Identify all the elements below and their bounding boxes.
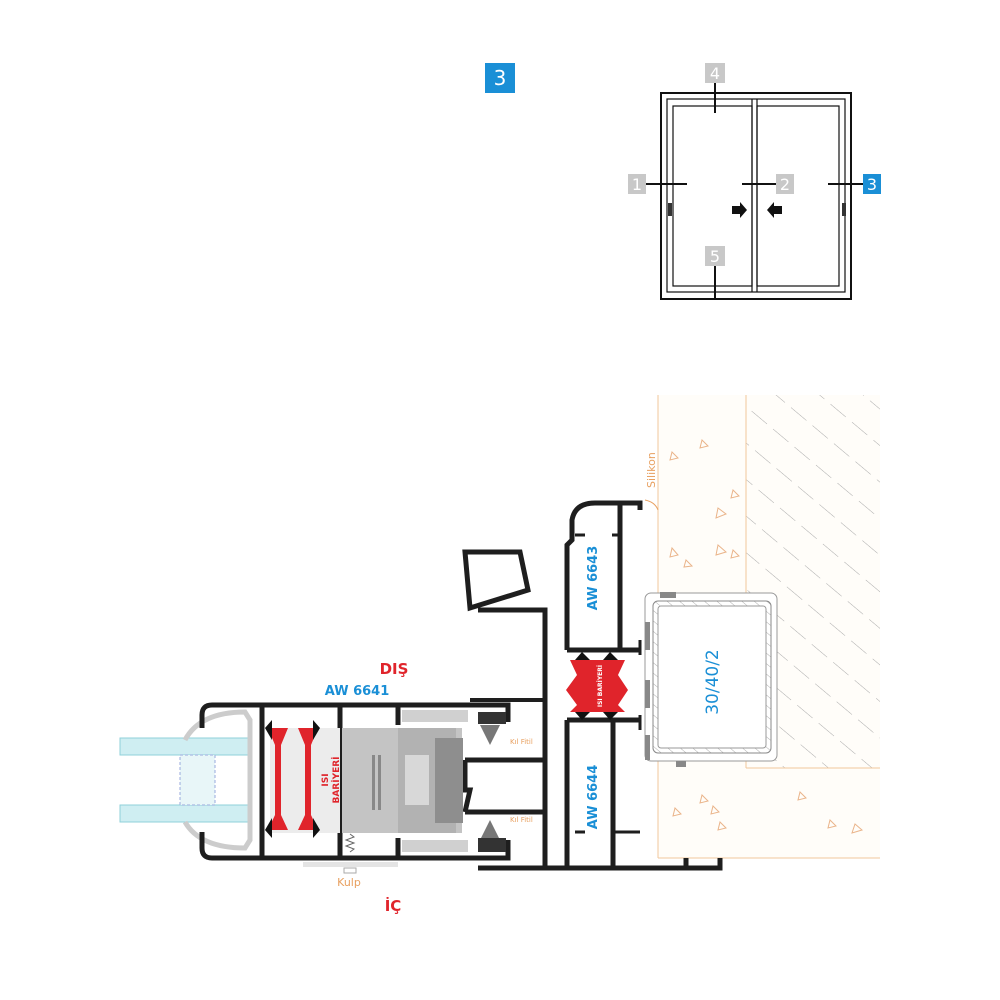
frame-bottom-profile-label: AW 6644 [586,765,601,830]
steel-tube-label: 30/40/2 [703,649,723,715]
thermal-break-frame-label: ISI BARİYERİ [597,665,604,707]
brush-seal-bottom-label: Kıl Fitil [510,816,533,824]
svg-text:2: 2 [780,175,790,194]
section-badge: 3 [485,63,515,93]
thermal-break-sash [265,720,320,838]
brush-seal-top [478,712,506,745]
handle-label: Kulp [337,876,361,889]
frame-top-profile-label: AW 6643 [586,546,601,611]
key-label-3-active[interactable]: 3 [863,174,881,194]
frame-profile [470,500,723,871]
glass-pane [119,709,253,851]
key-label-2[interactable]: 2 [776,174,794,194]
arrow-left-icon [767,202,782,218]
arrow-right-icon [732,202,747,218]
key-label-4[interactable]: 4 [705,63,725,83]
svg-text:3: 3 [867,175,877,194]
key-label-5[interactable]: 5 [705,246,725,266]
key-plan-window: 4 1 2 3 5 [628,63,881,300]
sealant-label: Silikon [645,452,658,488]
key-label-1[interactable]: 1 [628,174,646,194]
interlock-profile [462,549,531,612]
brush-seal-top-label: Kıl Fitil [510,738,533,746]
thermal-break-sash-label-1: ISI [321,773,331,786]
spring [344,833,356,853]
thermal-break-frame [566,652,628,720]
inside-label: İÇ [385,896,402,915]
steel-tube [644,592,778,767]
brush-seal-bottom [478,820,506,852]
handle-icon [343,867,357,874]
svg-text:5: 5 [710,247,720,266]
sash-hardware [270,710,506,867]
sash-profile-label: AW 6641 [325,684,390,699]
thermal-break-sash-label-2: BARİYERİ [331,756,342,803]
outside-label: DIŞ [380,660,409,678]
svg-text:4: 4 [710,64,720,83]
svg-text:1: 1 [632,175,642,194]
